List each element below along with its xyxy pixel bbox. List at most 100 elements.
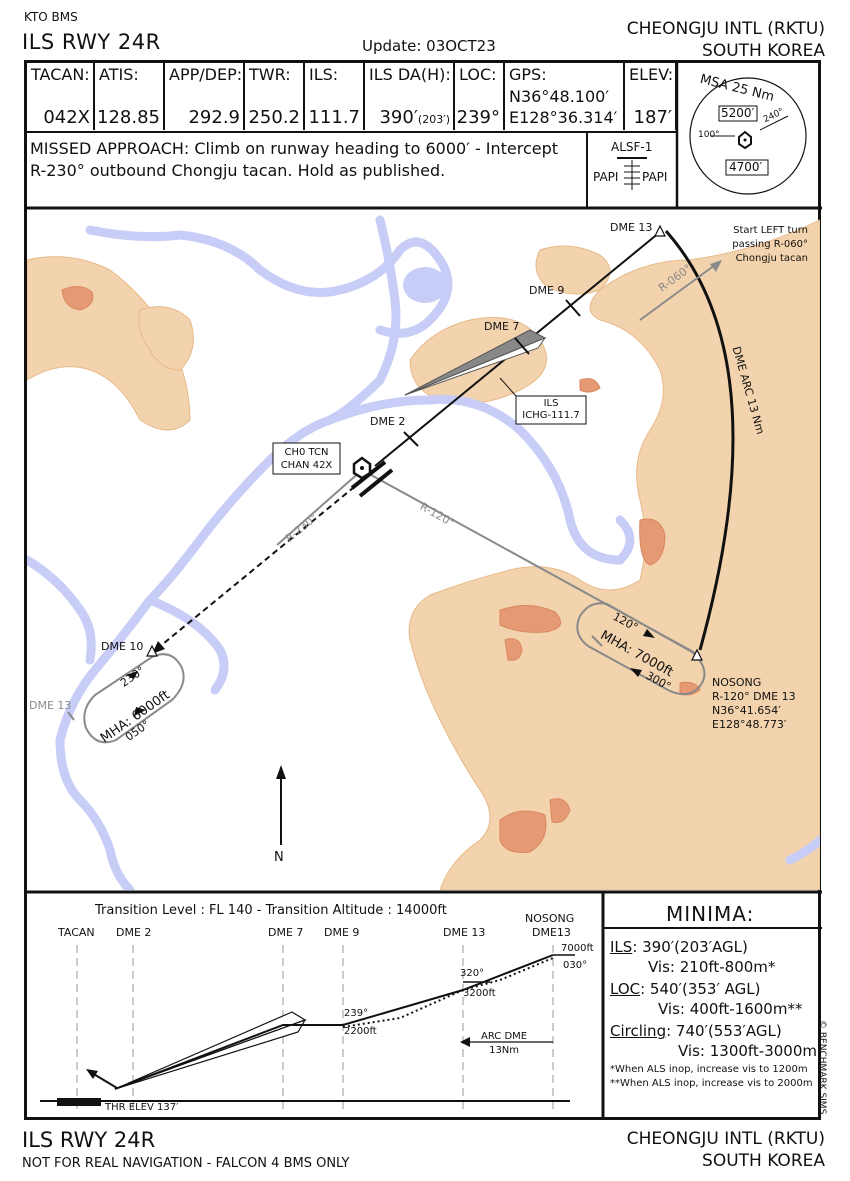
runway-threshold — [57, 1098, 101, 1106]
nosong-line: E128°48.773′ — [712, 718, 787, 731]
nosong-line: R-120° DME 13 — [712, 690, 796, 703]
missed-approach-text: MISSED APPROACH: Climb on runway heading… — [30, 138, 580, 182]
papi-left-label: PAPI — [593, 170, 619, 184]
minima-panel: MINIMA: ILS: 390′(203′AGL) Vis: 210ft-80… — [606, 896, 821, 1118]
missed-line-2: R-230° outbound Chongju tacan. Hold as p… — [30, 161, 446, 180]
tacan-box-line: CH0 TCN — [284, 447, 329, 458]
info-label: ELEV: — [629, 65, 674, 84]
approach-title: ILS RWY 24R — [22, 30, 161, 54]
lake — [403, 267, 447, 303]
info-value: 042X — [43, 107, 90, 128]
minimum-altitude-dotted — [342, 957, 554, 1028]
profile-fix-dme13: DME 13 — [443, 926, 486, 939]
north-label: N — [274, 850, 284, 865]
msa-north-altitude: 5200′ — [721, 106, 755, 120]
minima-loc-vis: Vis: 400ft-1600m** — [658, 1000, 803, 1018]
nosong-line: NOSONG — [712, 676, 762, 689]
info-value: 128.85 — [97, 107, 160, 128]
info-label: LOC: — [459, 65, 497, 84]
dh-value: (203′) — [417, 113, 450, 126]
minima-loc-row: LOC: 540′(353′ AGL) — [610, 980, 760, 998]
approach-profile-line — [114, 954, 554, 1090]
rivers — [27, 215, 820, 890]
missed-line-1: MISSED APPROACH: Climb on runway heading… — [30, 139, 559, 158]
info-label: ILS: — [309, 65, 339, 84]
info-value: 239° — [456, 107, 500, 128]
minima-loc-value: : 540′(353′ AGL) — [640, 980, 761, 998]
profile-alt-3200: 3200ft — [463, 988, 496, 999]
north-arrow-icon — [276, 765, 286, 845]
footer-airport-country: SOUTH KOREA — [702, 1151, 825, 1171]
threshold-elevation: THR ELEV 137′ — [105, 1102, 179, 1113]
profile-fix-dme13-nosong: DME13 — [532, 926, 571, 939]
gps-lon: E128°36.314′ — [509, 108, 618, 127]
info-label: APP/DEP: — [169, 65, 243, 84]
dme7-label: DME 7 — [484, 320, 520, 333]
dme13-left-label: DME 13 — [29, 699, 72, 712]
msa-south-altitude: 4700′ — [729, 160, 763, 174]
profile-fix-nosong: NOSONG — [525, 912, 575, 925]
ils-box-line: ILS — [543, 398, 559, 409]
nosong-line: N36°41.654′ — [712, 704, 781, 717]
dme-arc — [664, 230, 735, 651]
r060-radial — [639, 260, 722, 321]
minima-title: MINIMA: — [666, 902, 755, 926]
minima-ils-value: : 390′(203′AGL) — [632, 938, 748, 956]
tacan-box: CH0 TCN CHAN 42X — [275, 446, 338, 472]
dme-ticks — [403, 299, 581, 447]
alsf-label: ALSF-1 — [611, 140, 653, 154]
info-label: GPS: — [509, 65, 547, 84]
holding-pattern-left — [83, 653, 185, 744]
minima-ils-row: ILS: 390′(203′AGL) — [610, 938, 748, 956]
da-value: 390′ — [379, 107, 418, 128]
info-label: TWR: — [249, 65, 291, 84]
info-twr: TWR: 250.2 — [245, 63, 305, 130]
dme13-fix-icon — [654, 224, 666, 237]
info-value: 292.9 — [188, 107, 240, 128]
info-label: TACAN: — [31, 65, 90, 84]
info-value: 250.2 — [248, 107, 300, 128]
profile-arc-label: ARC DME 13Nm — [481, 1030, 527, 1058]
minima-note-2: **When ALS inop, increase vis to 2000m — [610, 1078, 813, 1089]
r120-radial — [361, 469, 698, 655]
turn-note-line: Start LEFT turn — [733, 225, 808, 236]
localizer-feather — [404, 329, 547, 396]
profile-fix-dme7: DME 7 — [268, 926, 304, 939]
profile-alt-7000: 7000ft — [561, 943, 594, 954]
gps-lat: N36°48.100′ — [509, 87, 609, 106]
transition-info: Transition Level : FL 140 - Transition A… — [95, 903, 447, 918]
info-label: ATIS: — [99, 65, 139, 84]
profile-crs-239: 239° — [344, 1008, 369, 1019]
minima-loc-label: LOC — [610, 980, 641, 998]
profile-fix-tacan: TACAN — [58, 926, 95, 939]
profile-alt-2200: 2200ft — [344, 1026, 377, 1037]
profile-view — [40, 945, 575, 1110]
info-label: ILS DA(H): — [369, 65, 451, 84]
dme9-label: DME 9 — [529, 284, 565, 297]
minima-ils-vis: Vis: 210ft-800m* — [648, 958, 776, 976]
papi-right-label: PAPI — [642, 170, 668, 184]
profile-fix-dme9: DME 9 — [324, 926, 360, 939]
arc-label-line: 13Nm — [489, 1045, 520, 1056]
tacan-icon — [738, 130, 752, 150]
copyright-text: © BENCHMARK SIMS — [817, 1020, 827, 1115]
minima-note-1: *When ALS inop, increase vis to 1200m — [610, 1064, 808, 1075]
info-ils-da: ILS DA(H): 390′(203′) — [365, 63, 455, 130]
airport-name: CHEONGJU INTL (RKTU) — [626, 19, 825, 39]
ils-box-line: ICHG-111.7 — [522, 410, 580, 421]
info-atis: ATIS: 128.85 — [95, 63, 165, 130]
info-value: 187′ — [633, 107, 672, 128]
info-tacan: TACAN: 042X — [27, 63, 95, 130]
info-app-dep: APP/DEP: 292.9 — [165, 63, 245, 130]
papi-icon — [617, 157, 647, 190]
info-value: 111.7 — [308, 107, 360, 128]
info-ils: ILS: 111.7 — [305, 63, 365, 130]
info-value: 390′(203′) — [379, 107, 450, 128]
turn-note: Start LEFT turn passing R-060° Chongju t… — [724, 224, 808, 266]
footer-disclaimer: NOT FOR REAL NAVIGATION - FALCON 4 BMS O… — [22, 1156, 350, 1171]
dme13-label: DME 13 — [610, 221, 653, 234]
minima-ils-label: ILS — [610, 938, 633, 956]
footer-airport: CHEONGJU INTL (RKTU) SOUTH KOREA — [627, 1128, 825, 1172]
info-loc: LOC: 239° — [455, 63, 505, 130]
